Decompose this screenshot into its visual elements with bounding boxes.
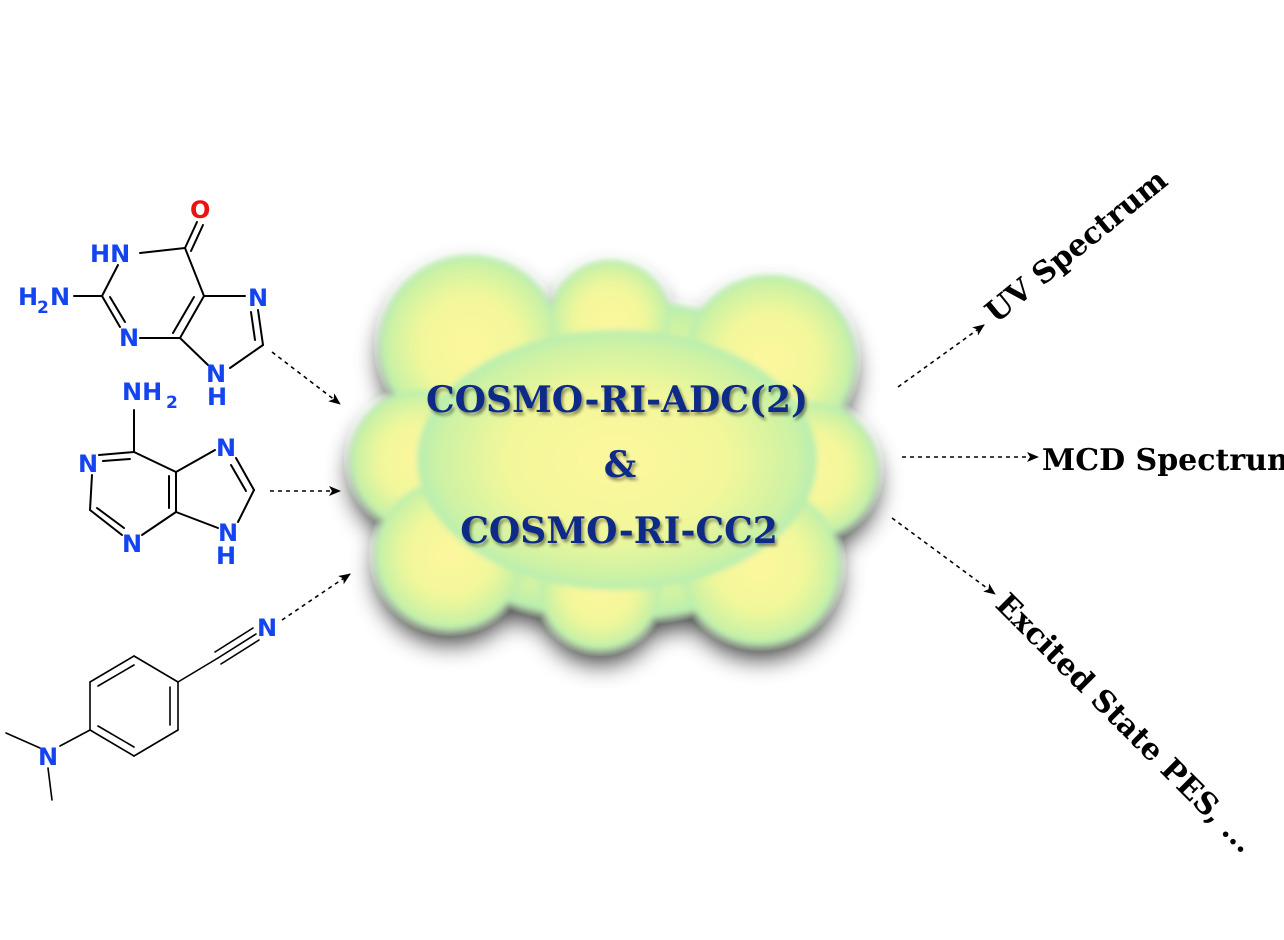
guanine-n3-atom: N	[119, 324, 139, 352]
guanine-n7-atom: N	[248, 284, 268, 312]
guanine-o-atom: O	[190, 196, 210, 224]
method-and-label: &	[604, 444, 637, 486]
adenine-molecule: NH 2 N N N N H	[78, 378, 255, 570]
adenine-nh2-nh: NH	[122, 378, 162, 406]
adenine-n7-atom: N	[216, 434, 236, 462]
guanine-h2n-group: H 2 N	[18, 283, 70, 318]
adenine-nh2-2: 2	[166, 393, 178, 413]
dmabn-bonds	[5, 627, 260, 801]
guanine-molecule: O HN H 2 N N N N H	[18, 196, 268, 411]
guanine-h2n-2: 2	[37, 298, 49, 318]
adenine-bonds	[89, 409, 255, 536]
guanine-h9-atom: H	[207, 383, 227, 411]
guanine-h2n-n: N	[50, 283, 70, 311]
guanine-bonds	[73, 221, 264, 369]
dmabn-amine-n-atom: N	[38, 743, 58, 771]
cloud-core	[417, 330, 817, 590]
dmabn-molecule: N N	[5, 614, 277, 801]
excited-state-pes-label: Excited State PES, ...	[988, 587, 1261, 860]
guanine-hn-atom: HN	[90, 240, 130, 268]
adenine-n9-atom: N	[218, 519, 238, 547]
adenine-h9-atom: H	[216, 542, 236, 570]
method-cc2-label: COSMO-RI-CC2	[460, 510, 778, 552]
mcd-spectrum-label: MCD Spectrum	[1042, 443, 1284, 478]
arrow-guanine-to-cloud	[271, 351, 341, 405]
method-adc2-label: COSMO-RI-ADC(2)	[426, 379, 808, 421]
guanine-h2n-h: H	[18, 283, 38, 311]
method-labels: COSMO-RI-ADC(2) & COSMO-RI-CC2	[426, 379, 808, 552]
adenine-nh2-group: NH 2	[122, 378, 178, 413]
dmabn-nitrile-n-atom: N	[257, 614, 277, 642]
uv-spectrum-label: UV Spectrum	[979, 162, 1175, 330]
method-cloud	[350, 255, 878, 650]
adenine-n3-atom: N	[122, 530, 142, 558]
arrow-cloud-to-uv	[897, 324, 985, 388]
guanine-n9-atom: N	[206, 360, 226, 388]
arrow-cloud-to-pes	[891, 517, 996, 595]
arrow-dmabn-to-cloud	[281, 573, 351, 621]
adenine-n1-atom: N	[78, 450, 98, 478]
